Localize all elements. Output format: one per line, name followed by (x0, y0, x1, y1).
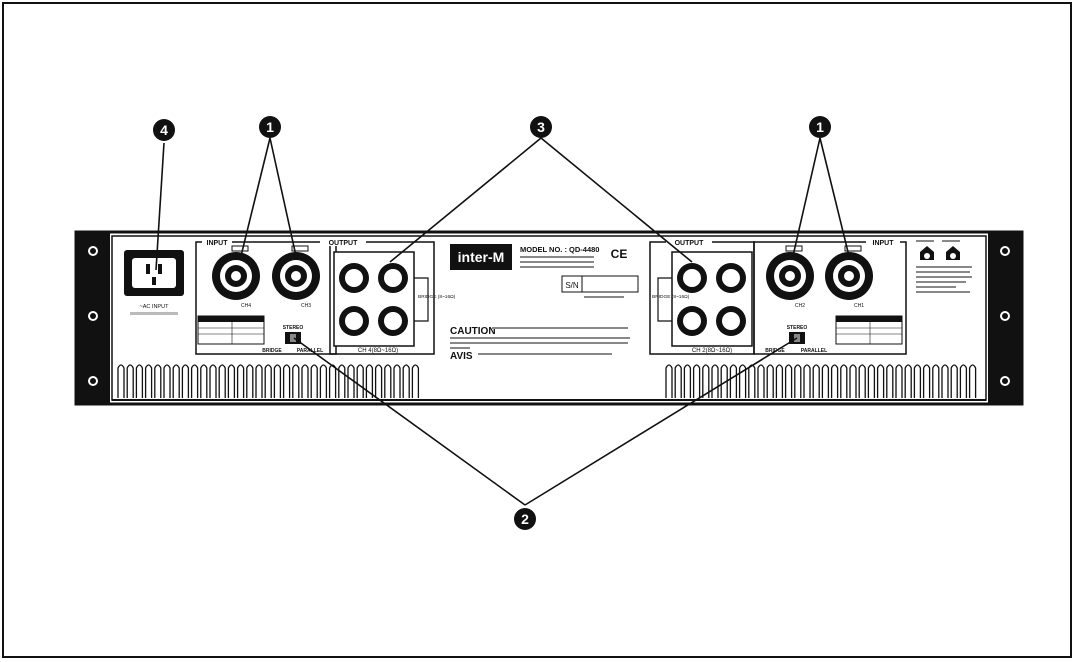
bridge-load-label-left: BRIDGE (8~16Ω) (418, 294, 456, 300)
callout-4-label: 4 (160, 122, 168, 138)
model-label: MODEL NO. : QD-4480 (520, 245, 599, 254)
callout-1-left-label: 1 (266, 119, 274, 135)
callout-1-right: 1 (809, 116, 831, 138)
heatsink-fins-right (665, 364, 977, 398)
callout-3-label: 3 (537, 119, 545, 135)
sn-label: S/N (565, 281, 579, 290)
input-label-right: INPUT (873, 240, 895, 247)
bridge-label-left: BRIDGE (262, 348, 282, 354)
output-block-left: OUTPUT CH 4(8Ω~16Ω) BRIDGE (8~16Ω) (320, 238, 456, 355)
output-label-left: OUTPUT (329, 240, 359, 247)
ac-input-label: ~AC INPUT (140, 304, 170, 310)
input-block-right: INPUT CH2 CH1 STEREO BRIDGE PARALLEL (753, 238, 907, 355)
bridge-load-label-right: BRIDGE (8~16Ω) (652, 294, 690, 300)
output-block-right: OUTPUT CH 2(8Ω~16Ω) BRIDGE (8~16Ω) (649, 238, 755, 355)
avis-title: AVIS (450, 351, 473, 362)
ch3-label: CH3 (301, 303, 311, 309)
stereo-label-left: STEREO (283, 325, 304, 331)
heatsink-fins-left (117, 364, 420, 398)
leader-lines (155, 137, 850, 506)
ch2-label: CH2 (795, 303, 805, 309)
stereo-label-right: STEREO (787, 325, 808, 331)
caution-title: CAUTION (450, 326, 496, 337)
input-block-left: INPUT CH4 CH3 STEREO BRIDGE PARALLEL (195, 238, 337, 355)
input-label-left: INPUT (207, 240, 229, 247)
ch4-label: CH4 (241, 303, 251, 309)
callout-1-right-label: 1 (816, 119, 824, 135)
ce-mark: CE (611, 247, 628, 261)
parallel-label-right: PARALLEL (801, 348, 827, 354)
callout-4: 4 (153, 119, 175, 141)
center-label-plate: inter-M MODEL NO. : QD-4480 CE S/N CAUTI… (450, 244, 639, 362)
ch1-label: CH1 (854, 303, 864, 309)
speaker-connectors-far-right (916, 240, 972, 293)
parallel-label-left: PARALLEL (297, 348, 323, 354)
ch-out-label-right: CH 2(8Ω~16Ω) (692, 348, 732, 354)
rack-screws (88, 246, 1010, 386)
callout-1-left: 1 (259, 116, 281, 138)
ch-out-label-left: CH 4(8Ω~16Ω) (358, 348, 398, 354)
output-label-right: OUTPUT (675, 240, 705, 247)
callout-3: 3 (530, 116, 552, 138)
ac-input-socket: ~AC INPUT (124, 250, 184, 315)
callout-2-label: 2 (521, 511, 529, 527)
brand-logo: inter-M (458, 249, 505, 265)
callout-2: 2 (514, 508, 536, 530)
